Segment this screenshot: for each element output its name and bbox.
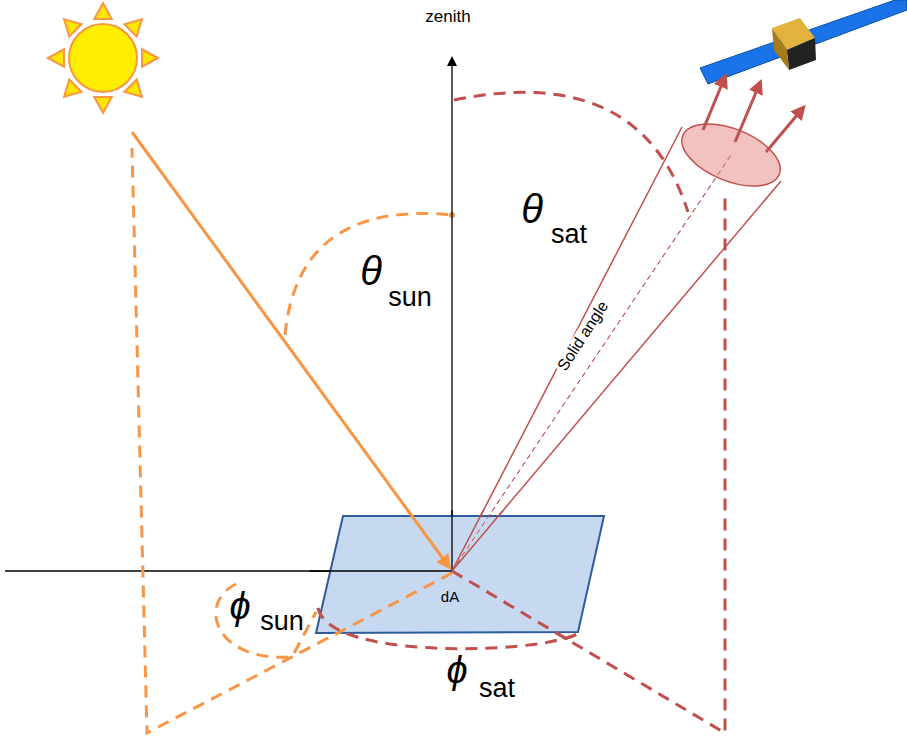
sun-ray-icon [94, 3, 111, 19]
zenith-axis [451, 510, 452, 571]
cone-edge [452, 510, 610, 571]
cone-edge [452, 181, 781, 571]
radiance-arrow [766, 114, 798, 152]
solid-angle-aperture [673, 111, 789, 198]
angle-subscript: sun [388, 284, 432, 311]
cone-edge [452, 127, 682, 571]
patch-outline [310, 510, 610, 640]
horizon-line [310, 570, 452, 571]
satellite-icon [700, 0, 907, 84]
phi-sat-arc [318, 608, 580, 640]
satellite-projection [452, 192, 725, 733]
satellite-projection [452, 510, 610, 640]
solar-panel [700, 0, 907, 84]
satellite-body [787, 38, 816, 70]
sun-ray [310, 510, 444, 560]
horizon-line [5, 570, 452, 571]
area-label: dA [441, 589, 459, 604]
solid-angle-label: Solid angle [554, 297, 613, 375]
angle-symbol: θ [360, 251, 382, 291]
sun-disc [69, 24, 137, 92]
angle-symbol: ϕ [229, 587, 250, 625]
view-line [452, 155, 731, 571]
cone-edge [452, 510, 610, 571]
sun-ray-icon [48, 49, 64, 66]
sun-ray-icon [142, 49, 158, 66]
angle-symbol: ϕ [446, 651, 467, 689]
zenith-axis [451, 64, 452, 571]
surface-patch: dA [310, 510, 610, 640]
sun-ray-icon [94, 97, 111, 113]
radiance-arrow [735, 90, 757, 142]
sun-projection [132, 148, 452, 733]
satellite-body [772, 28, 789, 70]
angle-subscript: sat [479, 675, 515, 702]
radiance-arrow [703, 84, 722, 130]
angle-subscript: sat [551, 221, 587, 248]
view-line [452, 155, 731, 571]
angle-subscript: sun [260, 608, 304, 635]
theta-sun-arc [285, 214, 452, 336]
sun-projection [310, 510, 452, 640]
sun-ray [132, 132, 444, 560]
angle-symbol: θ [521, 189, 543, 229]
sun-icon [48, 3, 158, 113]
view-line [452, 510, 610, 571]
axis-label: zenith [425, 8, 470, 25]
theta-sat-arc [454, 92, 688, 212]
phi-sun-arc [216, 584, 316, 657]
